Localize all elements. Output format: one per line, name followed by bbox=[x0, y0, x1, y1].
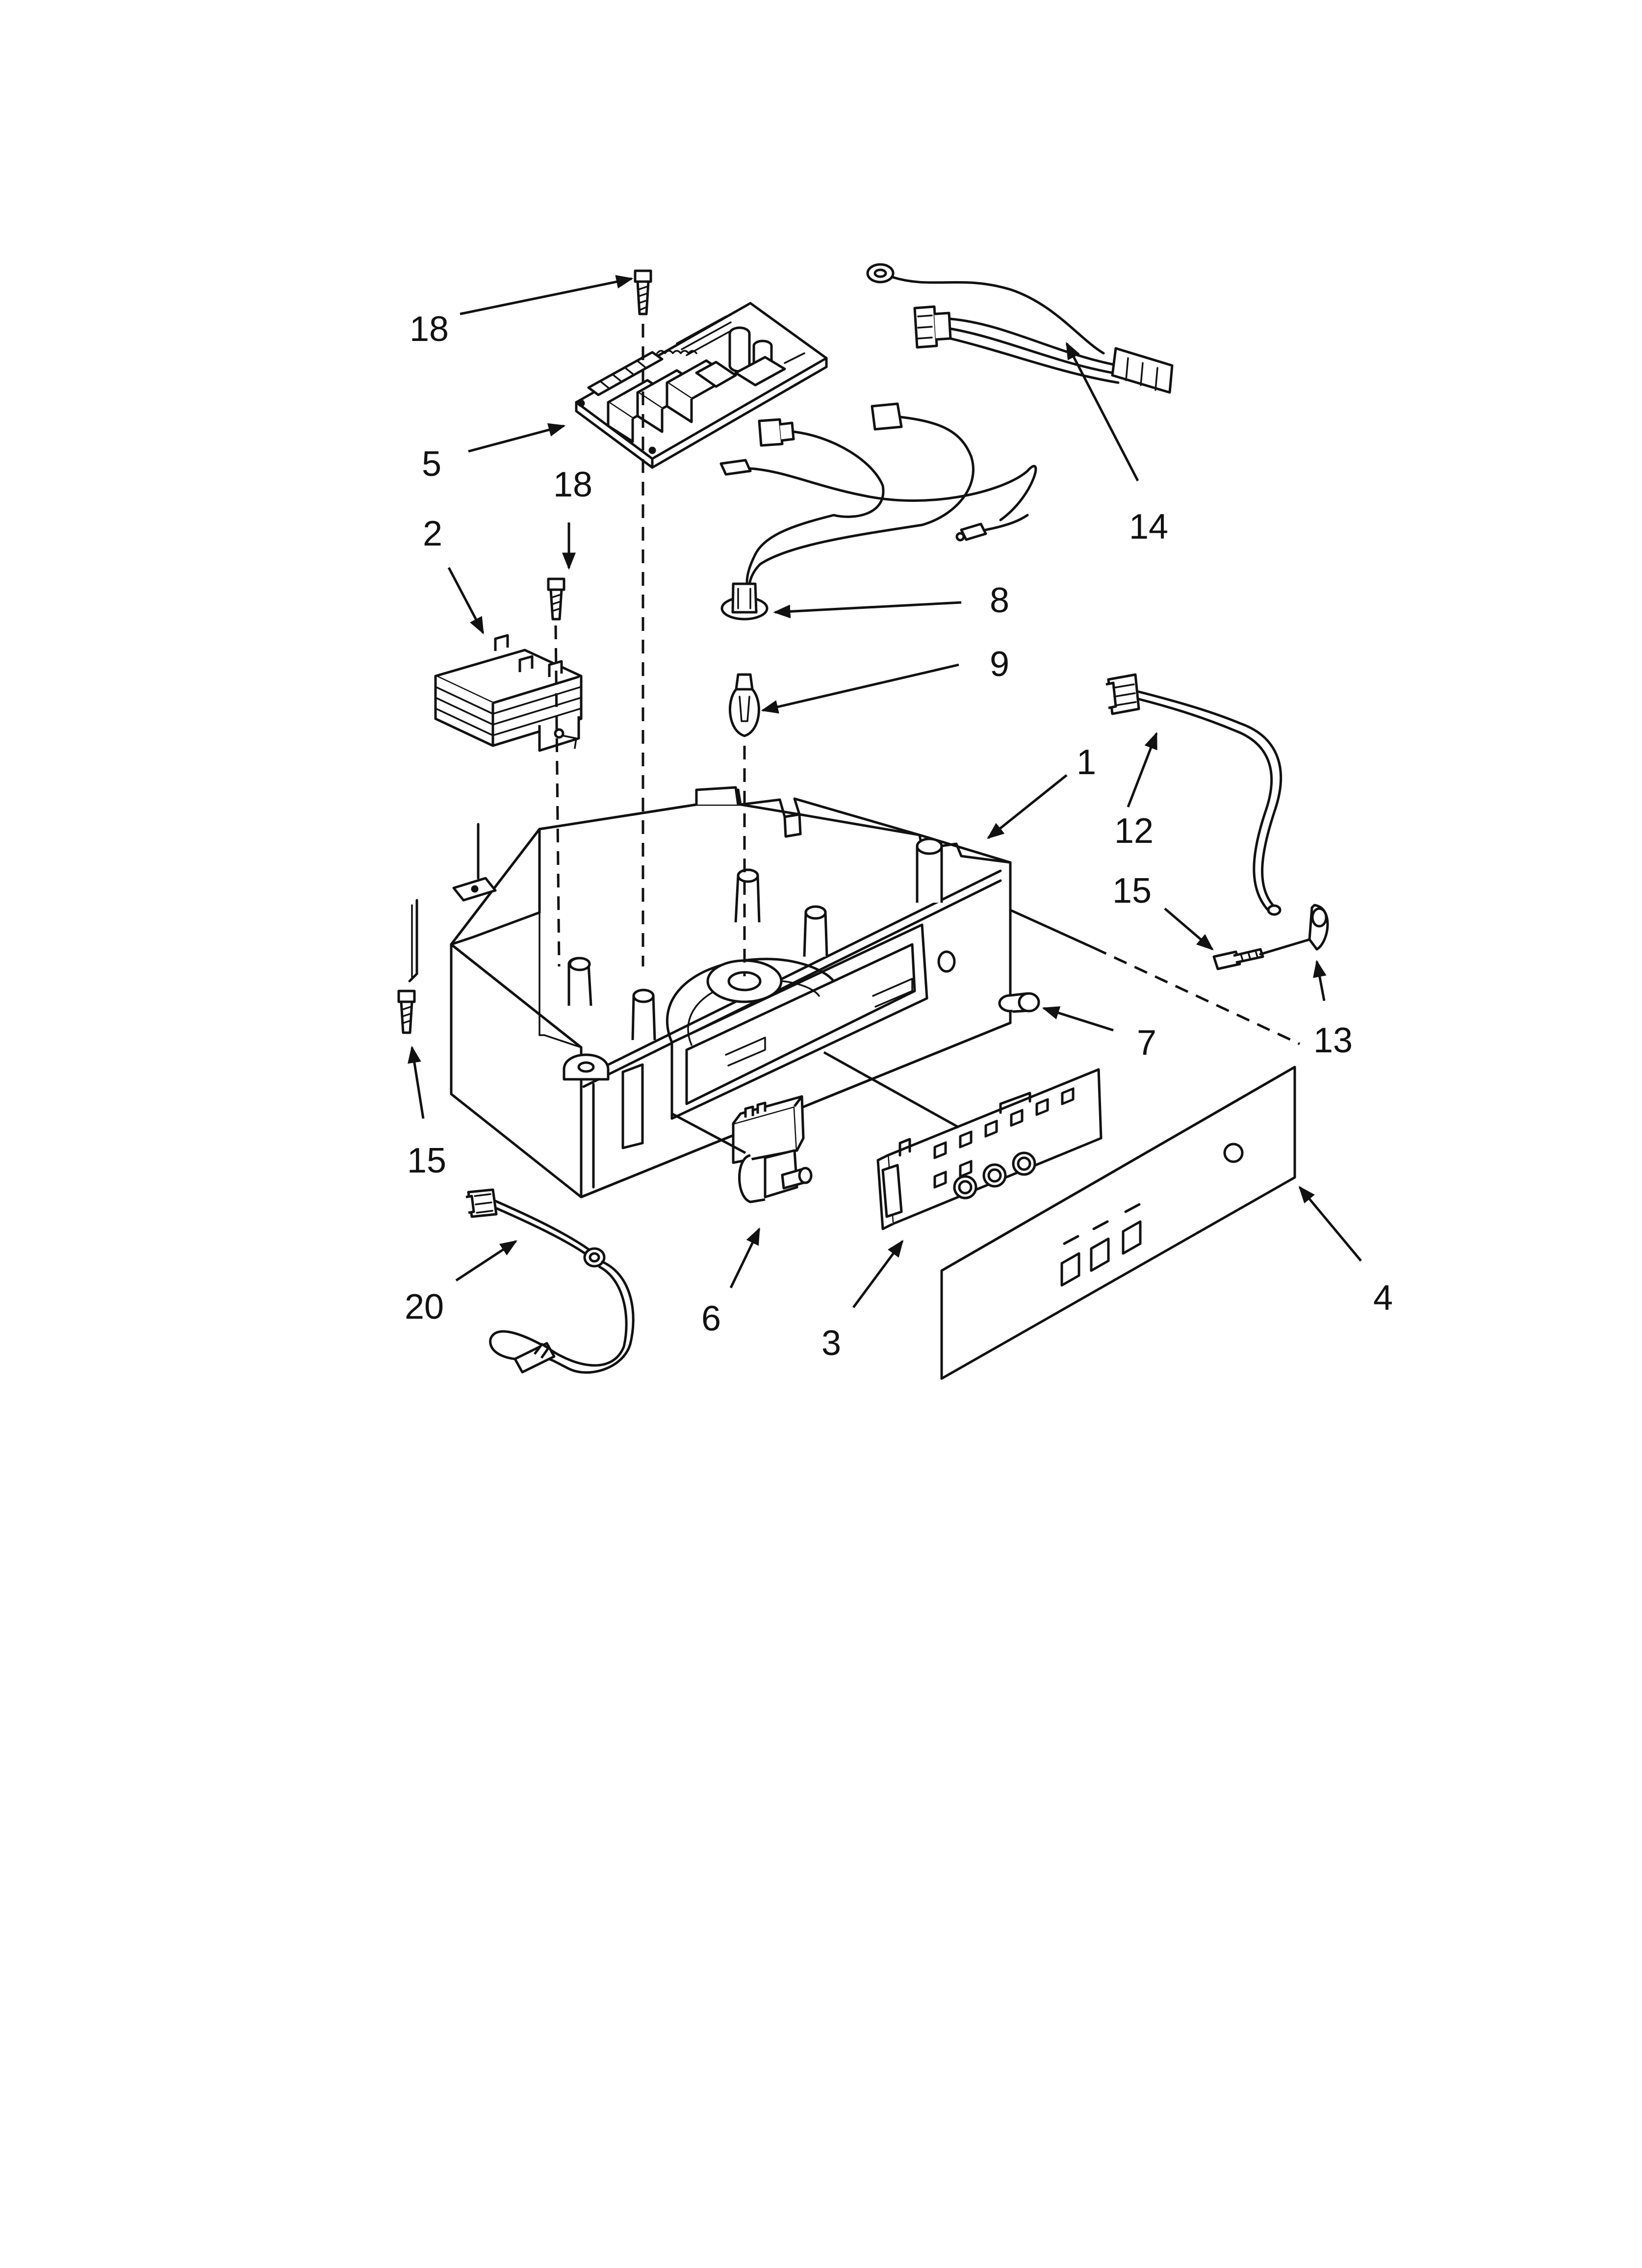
power-cord-12 bbox=[1105, 673, 1283, 916]
callout-6: 6 bbox=[701, 1299, 721, 1338]
light-bulb-9 bbox=[728, 673, 760, 737]
callout-15-right: 15 bbox=[1112, 871, 1152, 911]
lamp-socket-8 bbox=[720, 582, 769, 621]
callout-12: 12 bbox=[1114, 811, 1154, 851]
keypad-leds bbox=[933, 1087, 1075, 1189]
control-board-5 bbox=[575, 302, 828, 469]
callout-15-left: 15 bbox=[407, 1141, 446, 1180]
screw-18-top bbox=[634, 269, 652, 315]
cord-clamp-13 bbox=[1259, 904, 1329, 956]
light-button-7 bbox=[998, 992, 1040, 1013]
overlay-button-icons bbox=[1060, 1203, 1142, 1287]
callout-20: 20 bbox=[405, 1287, 444, 1327]
callout-8: 8 bbox=[990, 581, 1009, 620]
callout-3: 3 bbox=[821, 1324, 841, 1363]
callout-labels: 18 5 18 2 14 8 9 1 12 15 13 7 15 20 6 3 … bbox=[405, 310, 1393, 1363]
callout-13: 13 bbox=[1313, 1021, 1353, 1060]
transformer-2 bbox=[434, 634, 583, 752]
leader-arrows bbox=[408, 275, 1362, 1308]
callout-1: 1 bbox=[1077, 743, 1096, 782]
control-housing-1 bbox=[450, 786, 1012, 1199]
control-panel-overlay-4 bbox=[940, 1066, 1296, 1380]
callout-14: 14 bbox=[1129, 507, 1168, 547]
door-switch-6 bbox=[732, 1095, 813, 1203]
housing-bosses bbox=[567, 837, 943, 1041]
screw-15-right bbox=[1212, 948, 1264, 970]
wire-harness-14 bbox=[866, 263, 1174, 394]
callout-7: 7 bbox=[1137, 1023, 1156, 1063]
callout-2: 2 bbox=[423, 514, 442, 553]
callout-9: 9 bbox=[990, 645, 1009, 684]
keypad-buttons bbox=[953, 1151, 1036, 1199]
thermistor-20 bbox=[465, 1188, 635, 1374]
screw-15-left bbox=[397, 899, 418, 1034]
lamp-harness bbox=[719, 402, 1037, 588]
alignment-lines bbox=[411, 324, 1301, 1154]
callout-4: 4 bbox=[1373, 1278, 1393, 1318]
keypad-board-3 bbox=[876, 1068, 1103, 1230]
callout-5: 5 bbox=[422, 444, 441, 484]
callout-18-middle: 18 bbox=[553, 465, 592, 504]
callout-18-top: 18 bbox=[410, 310, 449, 349]
screw-18-middle bbox=[547, 577, 565, 621]
